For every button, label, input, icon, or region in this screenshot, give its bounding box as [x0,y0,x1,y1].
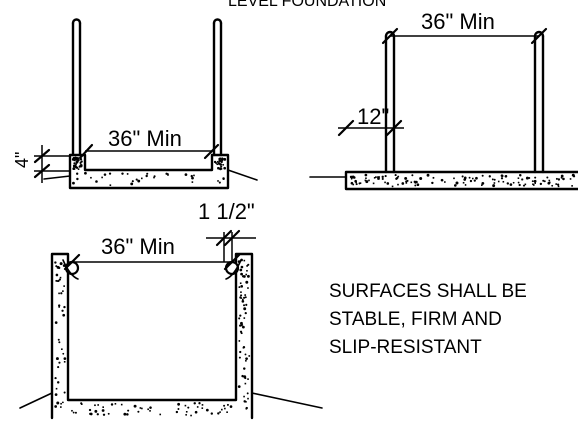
detail-u-channel: 36" Min 1 1/2" [19,199,323,420]
handrail-bracket-left [62,259,79,280]
dimension-36-min-top-left: 36" Min [78,126,220,160]
offset-label: 12" [357,104,389,129]
width-label-2: 36" Min [421,9,495,34]
dimension-12-inch: 12" [337,104,404,137]
width-label: 36" Min [108,126,182,151]
title-partial: LEVEL FOUNDATION [228,0,386,10]
dimension-4-inch: 4" [12,145,70,183]
note-line-1: SURFACES SHALL BE [329,281,527,302]
thickness-label: 1 1/2" [198,199,255,224]
dimension-1-1-2-inch: 1 1/2" [198,199,256,262]
detail-curb-channel: 36" Min 4" [12,18,258,190]
handrail-bracket-right [225,259,242,280]
concrete-stipple [71,156,227,186]
width-label-3: 36" Min [101,234,175,259]
concrete-stipple [349,173,576,188]
note-line-3: SLIP-RESISTANT [329,337,482,358]
post-right-2 [533,30,545,174]
post-right [212,18,223,157]
detail-flat-slab: 36" Min 12" [309,9,578,191]
ground-line-right-3 [251,392,323,409]
post-left-2 [384,30,396,174]
depth-label: 4" [12,152,32,168]
title-text: LEVEL FOUNDATION [228,0,386,10]
dimension-36-min-top-right: 36" Min [381,9,548,45]
post-left [71,18,82,157]
ground-line-left [43,175,71,180]
ground-line-left-3 [19,392,53,409]
u-channel-outline [50,252,254,420]
ground-line-right [227,169,258,181]
slab-outline [68,153,230,190]
surface-note: SURFACES SHALL BE STABLE, FIRM AND SLIP-… [329,281,527,358]
note-line-2: STABLE, FIRM AND [329,309,502,330]
concrete-stipple [54,258,251,417]
dimension-36-min-bottom: 36" Min [63,234,241,271]
